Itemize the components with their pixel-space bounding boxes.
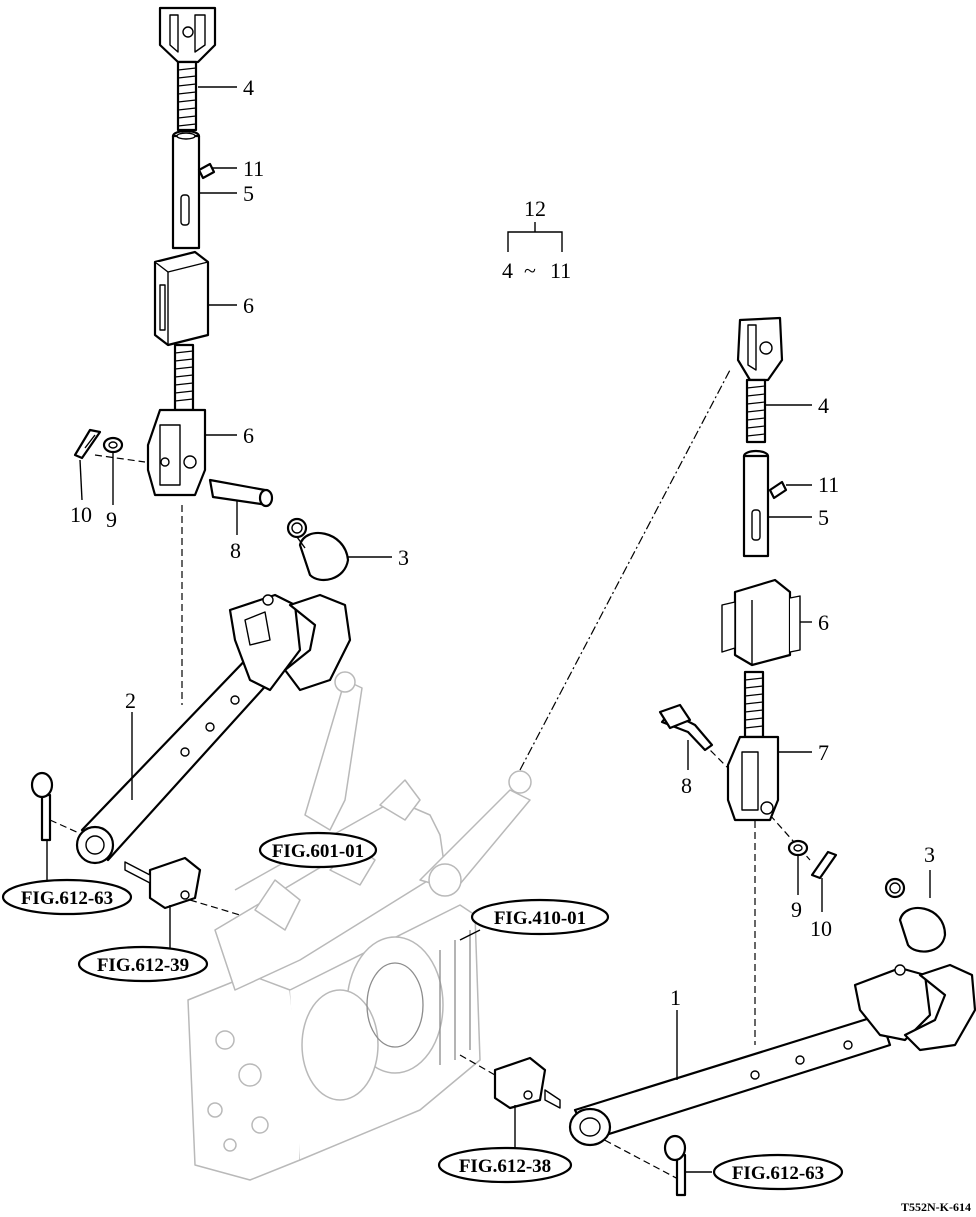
callout-6-right: 6	[818, 610, 829, 635]
right-lower-link-arm	[568, 963, 976, 1147]
callout-11-right: 11	[818, 472, 839, 497]
callout-leaders	[46, 86, 931, 1173]
callout-labels: 4 11 5 6 6 10 9 8 3 2 4 11 5 6 7 8 9 10 …	[70, 75, 935, 1010]
fig-ref-410-01-label: FIG.410-01	[494, 908, 586, 929]
callout-8-right: 8	[681, 773, 692, 798]
callout-8-left: 8	[230, 538, 241, 563]
fig-ref-612-63-right[interactable]: FIG.612-63	[712, 1153, 844, 1191]
assembly-range-from: 4	[502, 258, 513, 283]
linkage-brackets	[30, 771, 687, 1197]
assembly-range-to: 11	[550, 258, 571, 283]
fig-ref-612-38-label: FIG.612-38	[459, 1156, 551, 1177]
figure-references: FIG.601-01 FIG.410-01 FIG.612-63 FIG.612…	[1, 831, 844, 1191]
fig-ref-612-39-label: FIG.612-39	[97, 955, 189, 976]
callout-9-left: 9	[106, 507, 117, 532]
fig-ref-612-63-left[interactable]: FIG.612-63	[1, 878, 133, 916]
callout-4-left: 4	[243, 75, 254, 100]
callout-9-right: 9	[791, 897, 802, 922]
assembly-number: 12	[524, 196, 546, 221]
assembly-range-separator: ~	[524, 258, 536, 283]
transmission-housing-illustration	[187, 671, 532, 1181]
fig-ref-601-01[interactable]: FIG.601-01	[258, 831, 378, 869]
assembly-group-note: 12 4 ~ 11	[502, 196, 571, 283]
fig-ref-612-63-left-label: FIG.612-63	[21, 888, 113, 909]
callout-4-right: 4	[818, 393, 829, 418]
fig-ref-612-38[interactable]: FIG.612-38	[437, 1146, 573, 1184]
callout-2: 2	[125, 688, 136, 713]
fig-ref-410-01[interactable]: FIG.410-01	[470, 898, 610, 936]
callout-1: 1	[670, 985, 681, 1010]
fig-ref-612-63-right-label: FIG.612-63	[732, 1163, 824, 1184]
callout-11-left: 11	[243, 156, 264, 181]
callout-5-left: 5	[243, 181, 254, 206]
fig-ref-601-01-label: FIG.601-01	[272, 841, 364, 862]
callout-3-left: 3	[398, 545, 409, 570]
callout-7-right: 7	[818, 740, 829, 765]
callout-6-left-upper: 6	[243, 293, 254, 318]
callout-10-right: 10	[810, 916, 832, 941]
fig-ref-612-39[interactable]: FIG.612-39	[77, 945, 209, 983]
left-lift-rod-assembly	[73, 6, 350, 582]
right-lift-rod-assembly	[658, 316, 947, 953]
callout-6-left-lower: 6	[243, 423, 254, 448]
callout-3-right: 3	[924, 842, 935, 867]
drawing-code: T552N-K-614	[901, 1200, 971, 1214]
callout-10-left: 10	[70, 502, 92, 527]
callout-5-right: 5	[818, 505, 829, 530]
left-lower-link-arm	[75, 593, 352, 865]
